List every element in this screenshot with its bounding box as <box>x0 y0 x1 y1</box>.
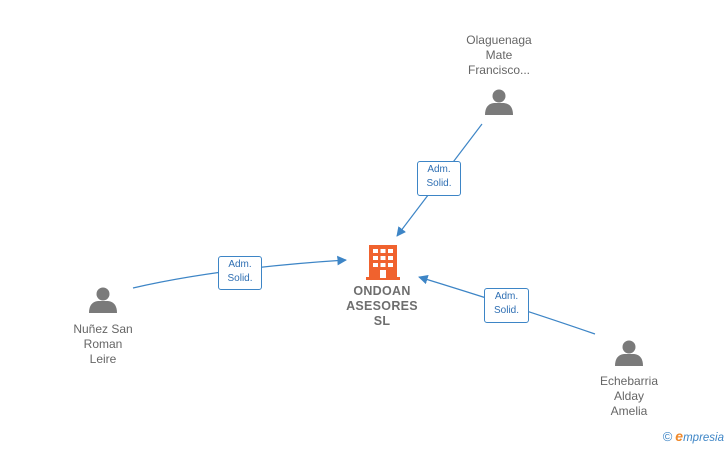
edge-label-echebarria[interactable]: Adm. Solid. <box>484 288 529 323</box>
person-icon[interactable] <box>89 287 117 314</box>
person-name-echebarria[interactable]: Echebarria Alday Amelia <box>599 374 659 418</box>
brand-initial: e <box>675 428 684 444</box>
copyright-symbol: © <box>662 428 673 444</box>
person-icon[interactable] <box>485 89 513 116</box>
building-icon[interactable] <box>366 245 400 280</box>
person-name-nunez[interactable]: Nuñez San Roman Leire <box>73 322 133 366</box>
edge-label-olaguenaga[interactable]: Adm. Solid. <box>417 161 461 196</box>
brand-name: mpresia <box>683 432 724 444</box>
company-name[interactable]: ONDOAN ASESORES SL <box>346 284 418 328</box>
edge-label-nunez[interactable]: Adm. Solid. <box>218 256 262 290</box>
person-icon[interactable] <box>615 340 643 367</box>
person-name-olaguenaga[interactable]: Olaguenaga Mate Francisco... <box>466 33 532 77</box>
brand-logo: © empresia <box>663 428 724 444</box>
